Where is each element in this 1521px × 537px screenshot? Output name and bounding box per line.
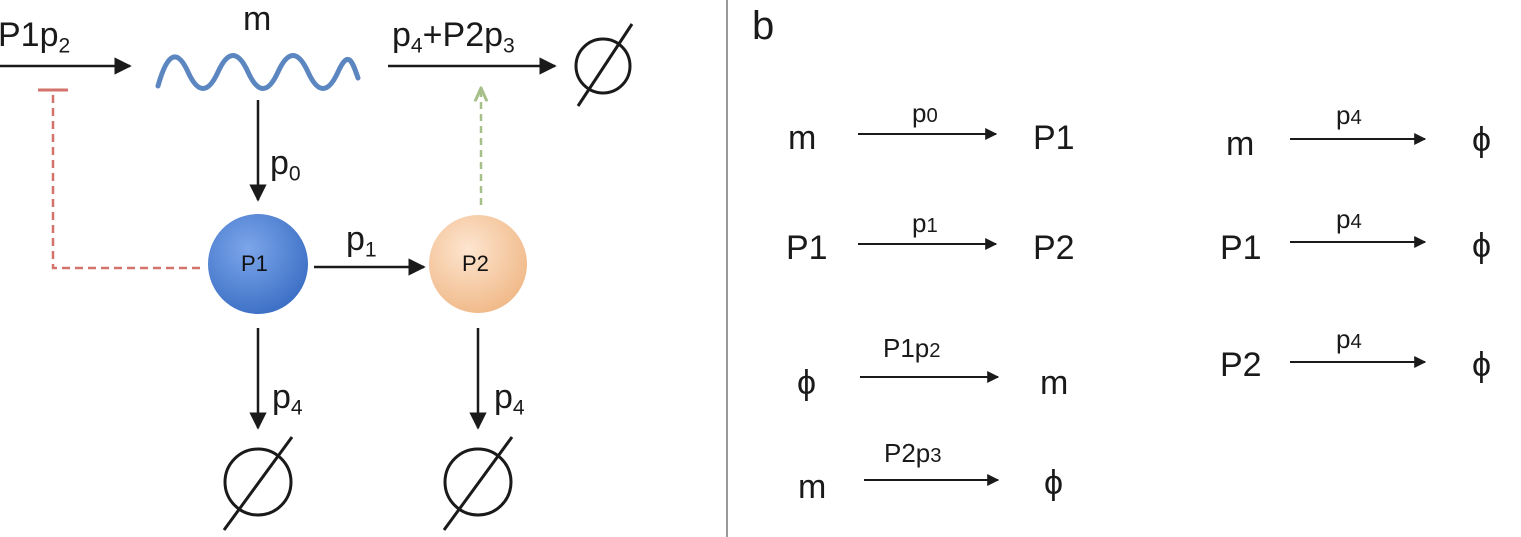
mrna-label: m [243, 0, 272, 38]
rate-sub: 1 [926, 215, 938, 237]
null-set-icon [222, 436, 294, 531]
node-p2 [429, 215, 527, 313]
rate-main: p [1336, 324, 1351, 354]
rate-main: p [1336, 204, 1351, 234]
rate-sub: 4 [1350, 107, 1362, 129]
rate-main: P1p [883, 333, 930, 363]
reaction-reactant: m [788, 119, 817, 157]
reaction-product: ϕ [1472, 346, 1492, 384]
reaction-reactant: m [1226, 125, 1255, 163]
rate-sub: 4 [1350, 331, 1362, 353]
node-p1 [208, 214, 308, 314]
reaction-reactant: P1 [1220, 229, 1262, 267]
rate-main: p [1336, 100, 1351, 130]
node-p1-label: P1 [241, 251, 268, 276]
rate-sub: 2 [929, 340, 941, 362]
rate-main: P2p [884, 438, 931, 468]
panel-a-diagram [0, 23, 634, 531]
reaction-product: ϕ [1472, 121, 1492, 159]
rate-p4-left-label: p4 [272, 378, 303, 420]
rate-sub: 0 [926, 105, 938, 127]
null-set-icon [574, 23, 634, 107]
production-rate-label: P1p2 [0, 16, 71, 58]
reaction-reactant: m [798, 468, 827, 506]
reaction-rate: P2p3 [884, 440, 942, 466]
null-set-icon [442, 436, 514, 531]
degradation-rate-label: p4+P2p3 [392, 16, 515, 58]
reaction-product: m [1040, 364, 1069, 402]
repression-line [51, 92, 200, 270]
reaction-product: P1 [1033, 119, 1075, 157]
rate-main: p [912, 98, 927, 128]
node-p2-label: P2 [462, 251, 489, 276]
reaction-rate: p0 [912, 100, 938, 126]
rate-main: p [912, 208, 927, 238]
rate-sub: 3 [930, 445, 942, 467]
reaction-rate: p4 [1336, 326, 1362, 352]
reaction-product: ϕ [1044, 464, 1064, 502]
rate-p1-label: p1 [346, 220, 377, 262]
rate-p0-label: p0 [270, 144, 301, 186]
reaction-reactant: ϕ [797, 364, 817, 402]
reaction-rate: p4 [1336, 102, 1362, 128]
reaction-product: ϕ [1472, 227, 1492, 265]
rate-sub: 4 [1350, 211, 1362, 233]
mrna-wave [155, 53, 361, 91]
reaction-product: P2 [1033, 229, 1075, 267]
reaction-rate: p4 [1336, 206, 1362, 232]
reaction-reactant: P2 [1220, 346, 1262, 384]
reaction-reactant: P1 [786, 229, 828, 267]
reaction-rate: P1p2 [883, 335, 941, 361]
panel-b-label: b [752, 4, 775, 48]
reaction-rate: p1 [912, 210, 938, 236]
panel-divider [726, 0, 728, 537]
rate-p4-right-label: p4 [494, 378, 525, 420]
